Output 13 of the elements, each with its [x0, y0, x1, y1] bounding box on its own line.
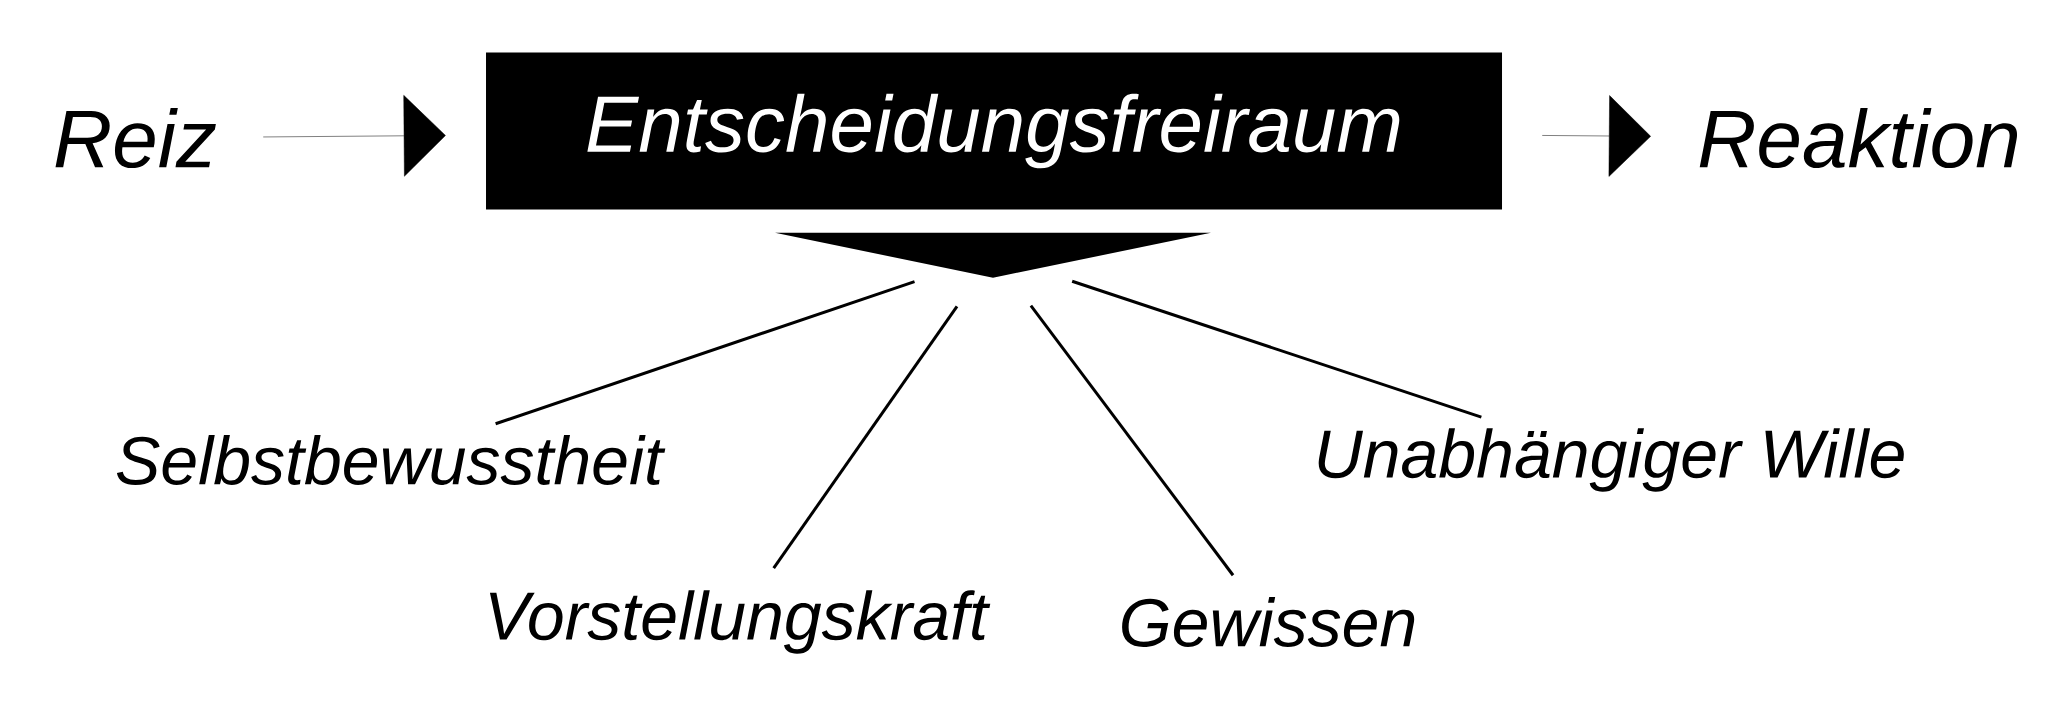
connector-line: [1071, 279, 1482, 419]
title-box: Entscheidungsfreiraum: [486, 52, 1502, 210]
trait-label: Selbstbewusstheit: [116, 435, 666, 485]
connector-line: [495, 280, 915, 426]
term-label: Reiz: [55, 107, 216, 169]
chevron-arrow: [263, 95, 446, 177]
trait-label: Gewissen: [1122, 597, 1415, 647]
trait-label: Vorstellungskraft: [489, 590, 991, 654]
term-label: Reaktion: [1699, 107, 2018, 169]
trait-label: Unabhängiger Wille: [1318, 428, 1904, 492]
connector-line: [772, 305, 959, 569]
connector-line: [1029, 304, 1235, 577]
chevron-arrow: [1541, 95, 1651, 177]
